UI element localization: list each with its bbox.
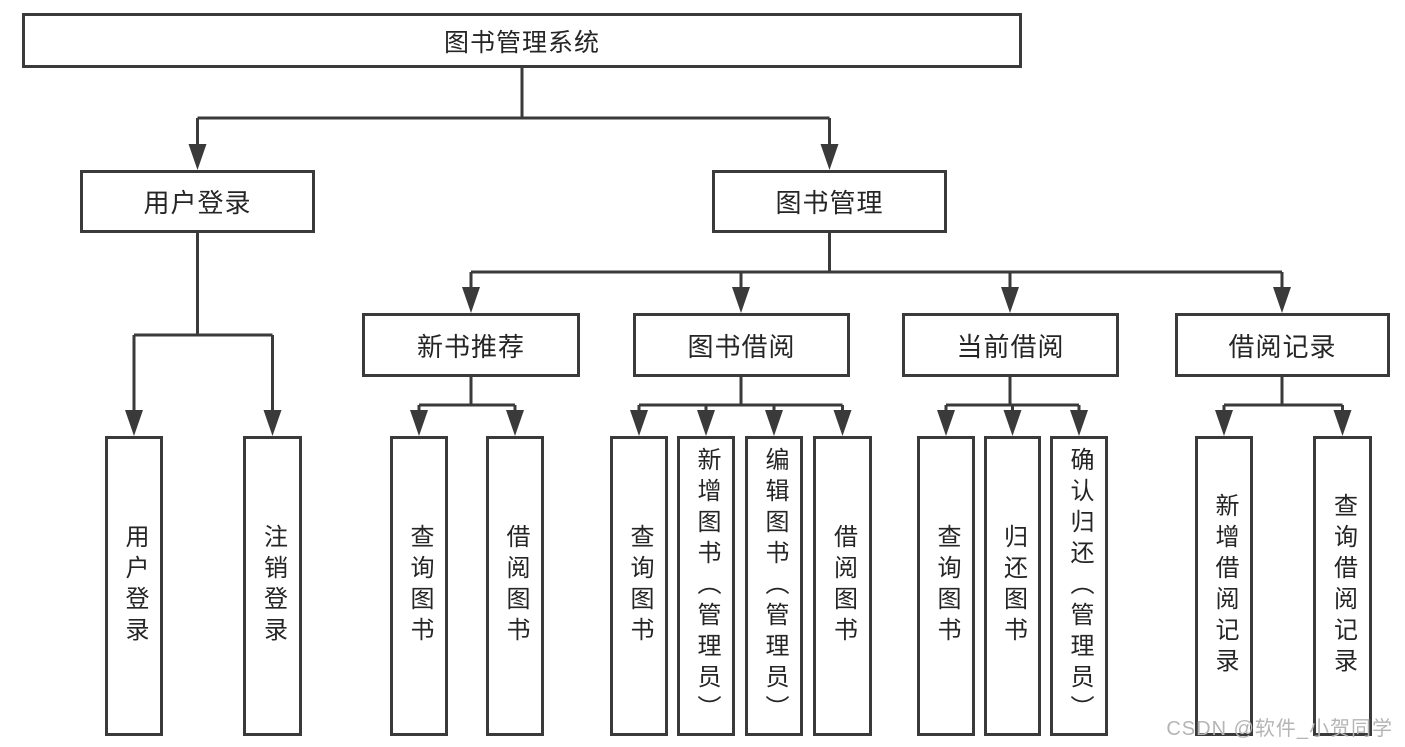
node-book-management-label: 图书管理 bbox=[775, 188, 884, 218]
leaf-edit-books-admin: 编辑图书（管理员） bbox=[745, 436, 803, 736]
node-borrowing-records-label: 借阅记录 bbox=[1228, 331, 1337, 362]
leaf-logout-label: 注销登录 bbox=[259, 524, 287, 648]
leaf-borrowing-query-books: 查询图书 bbox=[610, 436, 668, 736]
leaf-borrowing-query-books-label: 查询图书 bbox=[626, 524, 653, 648]
arrowhead-icon bbox=[125, 144, 1352, 436]
leaf-edit-books-admin-label: 编辑图书（管理员） bbox=[761, 446, 788, 726]
node-book-borrowing: 图书借阅 bbox=[633, 313, 850, 377]
node-new-book-recommendation-label: 新书推荐 bbox=[416, 331, 525, 362]
leaf-user-login: 用户登录 bbox=[105, 436, 163, 736]
node-current-borrowing-label: 当前借阅 bbox=[956, 331, 1065, 362]
node-current-borrowing: 当前借阅 bbox=[902, 313, 1119, 377]
leaf-current-query-books: 查询图书 bbox=[917, 436, 975, 736]
leaf-confirm-return-admin: 确认归还（管理员） bbox=[1050, 436, 1108, 736]
leaf-recommend-borrow-books: 借阅图书 bbox=[486, 436, 544, 736]
leaf-borrow-books: 借阅图书 bbox=[813, 436, 872, 736]
node-borrowing-records: 借阅记录 bbox=[1175, 313, 1390, 377]
node-library-system-label: 图书管理系统 bbox=[443, 28, 600, 57]
leaf-logout: 注销登录 bbox=[243, 436, 302, 736]
node-library-system: 图书管理系统 bbox=[22, 13, 1022, 68]
leaf-query-borrow-record-label: 查询借阅记录 bbox=[1329, 493, 1357, 679]
connector-line bbox=[132, 68, 1344, 412]
node-user-login-label: 用户登录 bbox=[143, 188, 252, 218]
node-new-book-recommendation: 新书推荐 bbox=[362, 313, 580, 377]
leaf-user-login-label: 用户登录 bbox=[121, 524, 148, 648]
leaf-borrow-books-label: 借阅图书 bbox=[829, 524, 857, 648]
leaf-add-borrow-record: 新增借阅记录 bbox=[1195, 436, 1253, 736]
node-book-management: 图书管理 bbox=[712, 170, 947, 233]
leaf-recommend-borrow-books-label: 借阅图书 bbox=[502, 524, 529, 648]
csdn-watermark: CSDN @软件_小贺同学 bbox=[1166, 718, 1393, 740]
leaf-add-books-admin: 新增图书（管理员） bbox=[677, 436, 735, 736]
leaf-return-books: 归还图书 bbox=[984, 436, 1041, 736]
leaf-current-query-books-label: 查询图书 bbox=[933, 524, 960, 648]
leaf-query-borrow-record: 查询借阅记录 bbox=[1313, 436, 1372, 736]
leaf-confirm-return-admin-label: 确认归还（管理员） bbox=[1066, 446, 1093, 726]
node-book-borrowing-label: 图书借阅 bbox=[687, 331, 796, 362]
leaf-recommend-query-books: 查询图书 bbox=[390, 436, 448, 736]
node-user-login: 用户登录 bbox=[80, 170, 315, 233]
leaf-recommend-query-books-label: 查询图书 bbox=[406, 524, 433, 648]
leaf-add-books-admin-label: 新增图书（管理员） bbox=[693, 446, 720, 726]
leaf-add-borrow-record-label: 新增借阅记录 bbox=[1211, 493, 1238, 679]
leaf-return-books-label: 归还图书 bbox=[999, 524, 1027, 648]
